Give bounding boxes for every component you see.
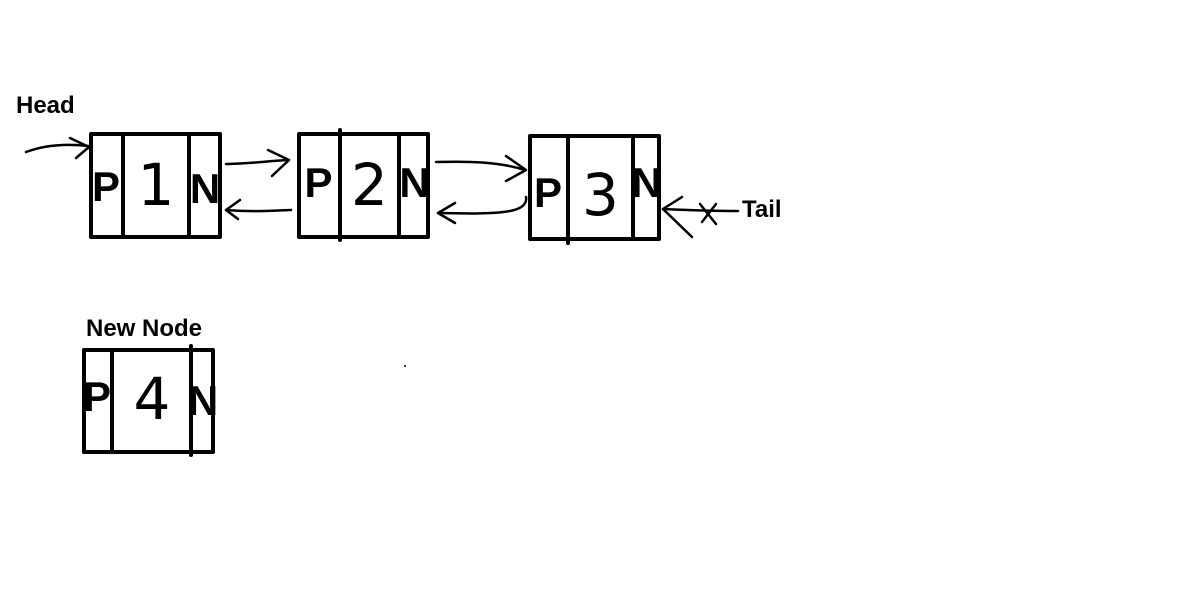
new-node-label: New Node: [86, 315, 203, 342]
stray-dot: [404, 365, 406, 367]
head-pointer-arrow: [24, 136, 91, 160]
head-label: Head: [16, 92, 75, 119]
node-3-prev-cell: P: [533, 169, 562, 216]
node-4-prev-cell: P: [82, 372, 111, 420]
node-2-value-cell: 2: [351, 151, 388, 219]
tail-pointer-arrow: [661, 195, 740, 239]
node-1-next-cell: N: [189, 165, 221, 212]
next-arrow-1-to-2: [224, 148, 291, 178]
list-node-1: P 1 N: [89, 132, 221, 238]
prev-arrow-2-to-1: [224, 198, 293, 221]
next-arrow-2-to-3: [434, 154, 528, 183]
node-3-next-cell: N: [631, 159, 662, 206]
node-2-prev-cell: P: [304, 159, 333, 206]
node-2-next-cell: N: [399, 159, 430, 206]
tail-label: Tail: [742, 196, 782, 223]
node-1-prev-cell: P: [91, 163, 120, 210]
list-node-3: P 3 N: [528, 134, 662, 240]
node-1-value-cell: 1: [137, 151, 175, 219]
node-3-box: [528, 134, 661, 245]
node-4-value-cell: 4: [133, 364, 171, 433]
prev-arrow-3-to-2: [436, 195, 528, 225]
node-3-value-cell: 3: [582, 161, 619, 229]
list-node-2: P 2 N: [297, 132, 430, 238]
node-4-box: [82, 344, 215, 457]
node-2-box: [297, 128, 430, 242]
node-1-box: [89, 132, 222, 239]
